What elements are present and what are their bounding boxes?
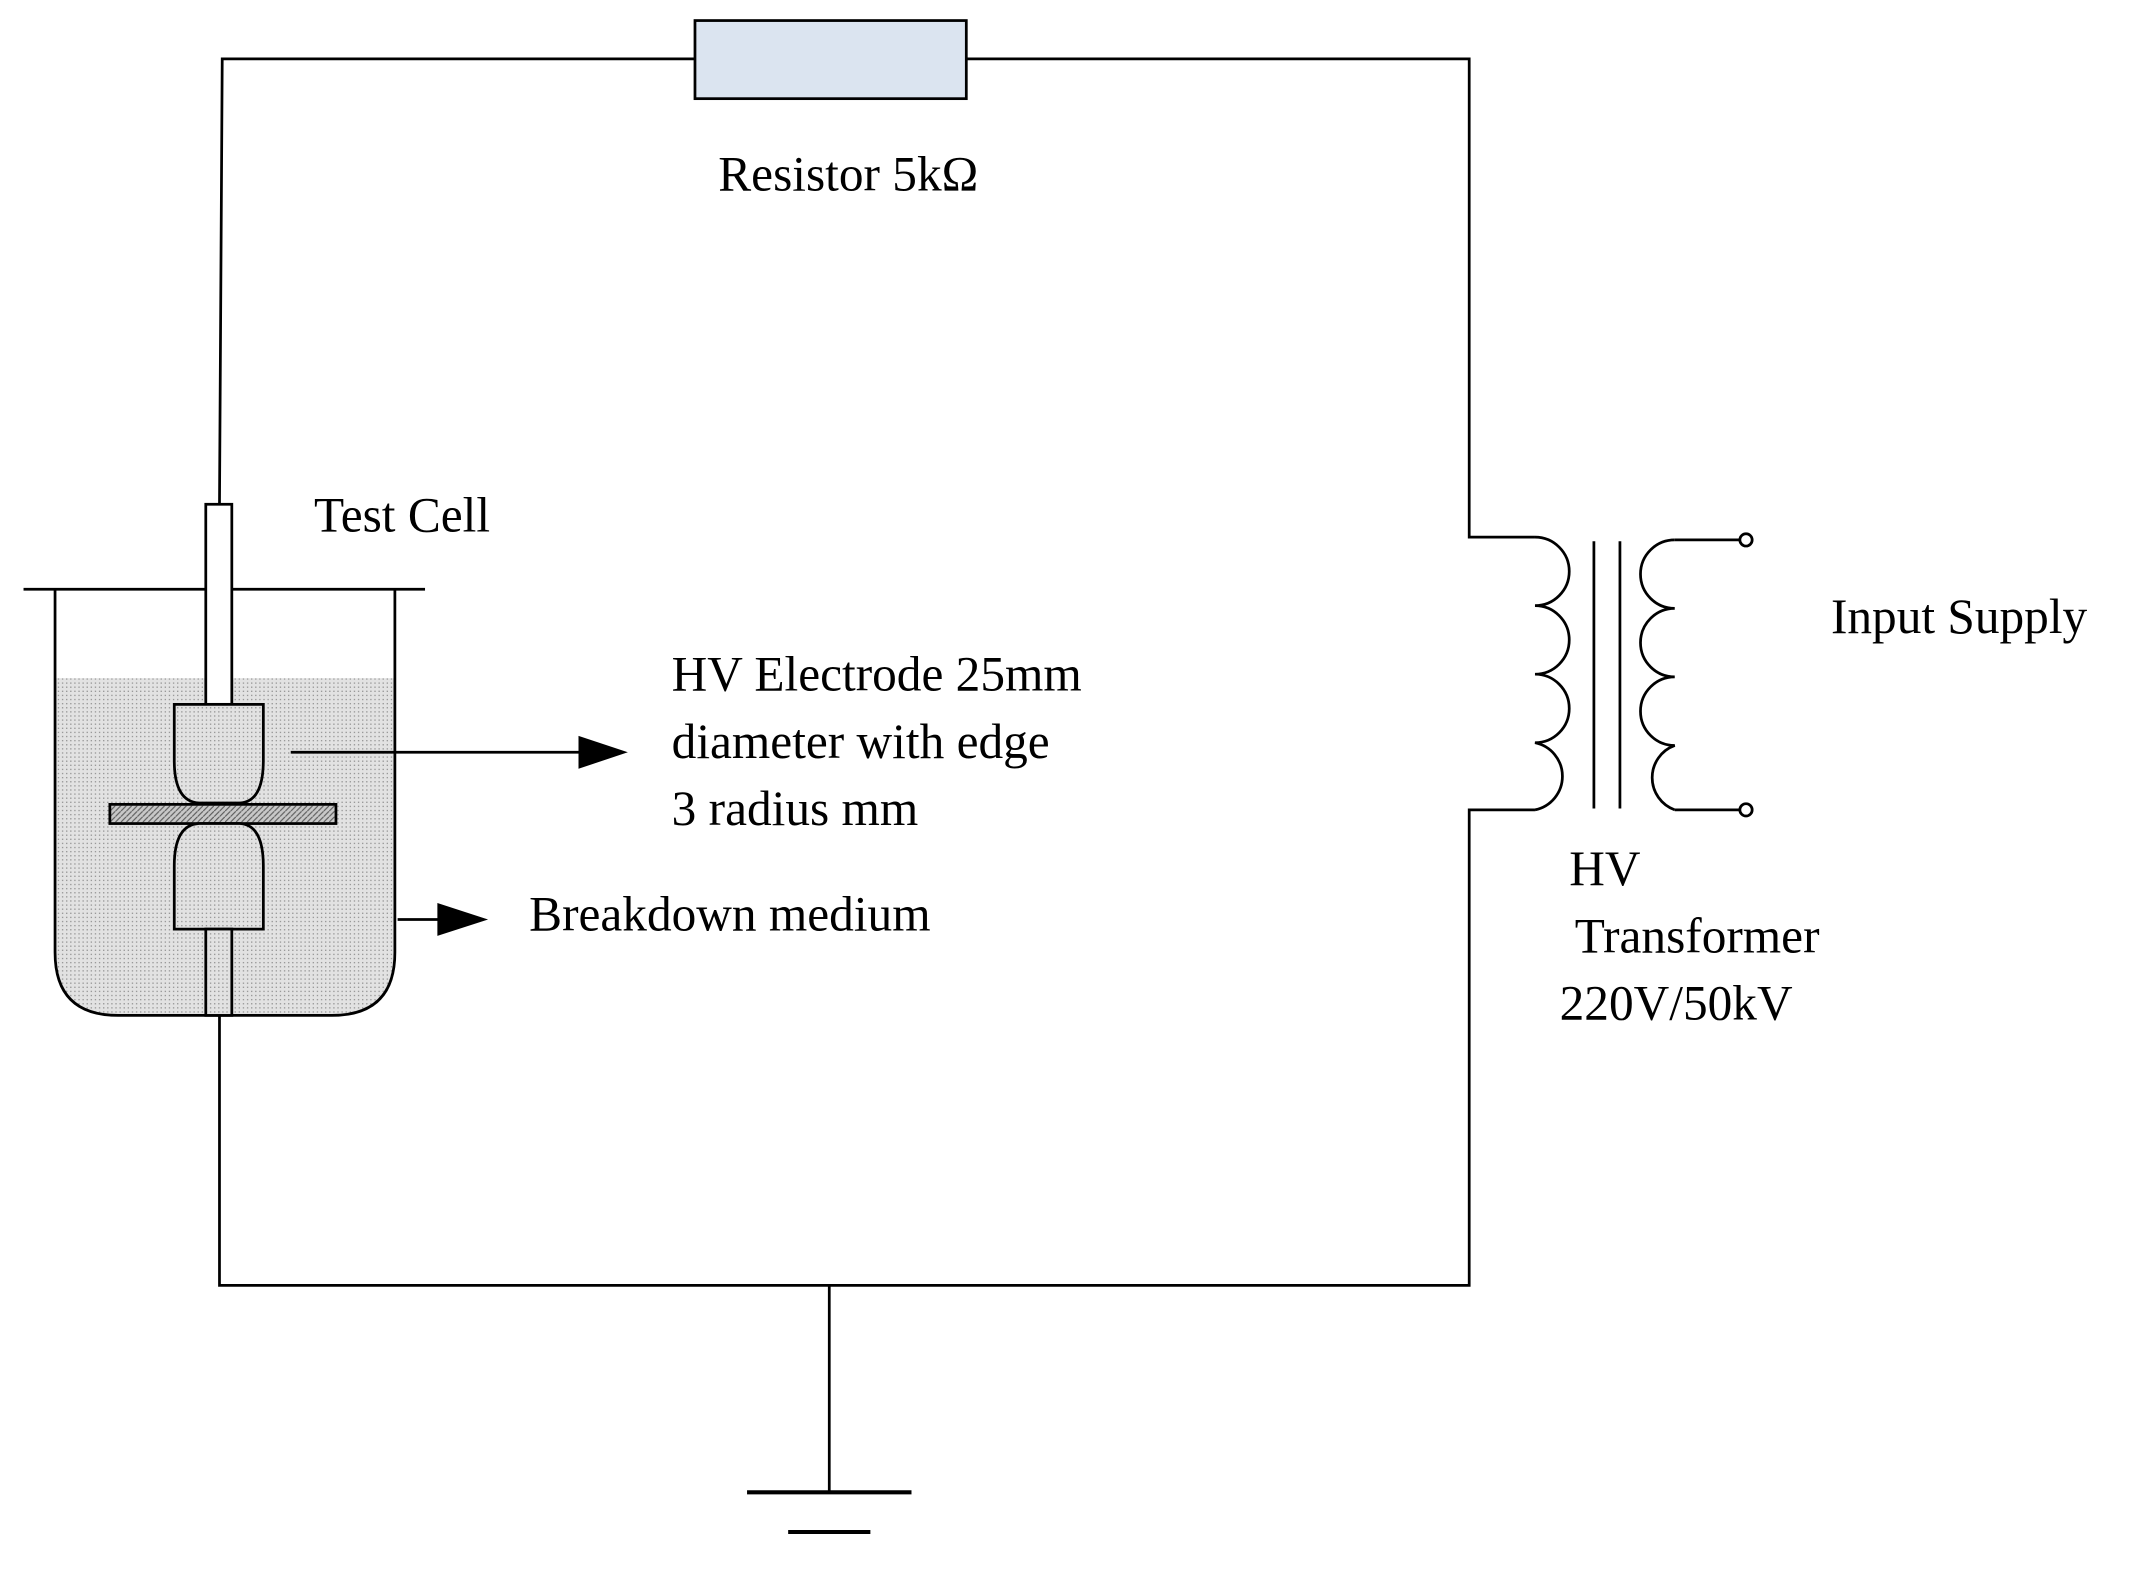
ground-electrode-rod xyxy=(204,927,234,1017)
resistor-label: Resistor 5kΩ xyxy=(718,146,978,201)
bottom-right-wire xyxy=(218,808,1535,1287)
electrode-arrow-head xyxy=(578,735,628,769)
pointer-arrows xyxy=(290,735,628,936)
input-supply-label: Input Supply xyxy=(1831,589,2088,644)
secondary-coil xyxy=(1639,538,1676,812)
test-cell-label: Test Cell xyxy=(314,488,490,543)
hv-transformer xyxy=(1534,532,1754,818)
ground-electrode-lower xyxy=(172,822,265,931)
test-cell xyxy=(23,502,426,1017)
top-right-wire xyxy=(966,57,1535,539)
supply-terminal-top xyxy=(1738,532,1754,548)
electrode-label-line2: diameter with edge xyxy=(672,714,1050,769)
hv-electrode-upper xyxy=(172,702,265,805)
breakdown-medium-label: Breakdown medium xyxy=(529,886,930,941)
transformer-label-line2: Transformer xyxy=(1575,908,1820,963)
ground-symbol xyxy=(747,1490,912,1535)
medium-arrow-head xyxy=(437,903,489,936)
circuit-wires xyxy=(218,57,1535,1491)
electrode-label-line1: HV Electrode 25mm xyxy=(672,647,1082,702)
transformer-label-line3: 220V/50kV xyxy=(1560,976,1793,1031)
electrode-label-line3: 3 radius mm xyxy=(672,781,919,836)
hv-electrode-rod xyxy=(204,502,234,706)
solid-insulation-sample xyxy=(108,802,338,825)
transformer-label-line1: HV xyxy=(1569,841,1641,896)
supply-terminal-bottom xyxy=(1738,802,1754,818)
top-left-wire xyxy=(218,57,695,505)
resistor xyxy=(693,19,968,101)
primary-coil xyxy=(1534,535,1571,812)
